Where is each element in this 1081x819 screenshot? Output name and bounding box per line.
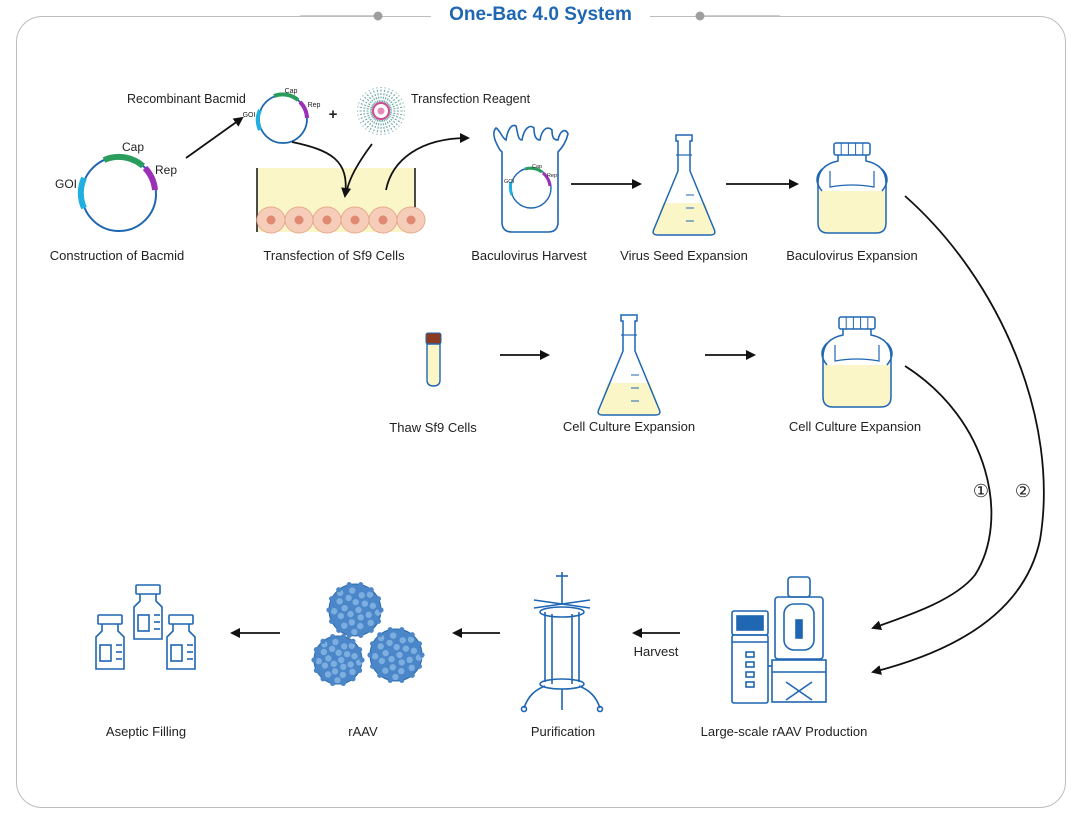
arrow-reagent-to-dish [346,143,373,191]
route-1-label: ① [972,481,990,501]
route-2-arrow [871,195,1045,675]
baculovirus-expansion-bottle-icon [816,142,888,234]
arrow-bacmid-to-dish [291,141,352,198]
transfection-label: Transfection of Sf9 Cells [263,248,405,263]
title-decoration [300,11,780,21]
recombinant-bacmid-label: Recombinant Bacmid [127,92,246,106]
route-1-arrow [871,365,993,631]
diagram-title: One-Bac 4.0 System [0,4,1081,26]
purification-column-icon [520,572,604,713]
virus-seed-flask-icon [652,134,716,236]
harvest-label: Harvest [633,644,679,659]
vials-icon [95,584,196,670]
goi-cell-label: GOI [503,179,515,185]
transfection-reagent-icon [357,87,405,135]
cap-small-label: Cap [284,88,298,95]
cell-culture-label-2: Cell Culture Expansion [788,419,922,434]
thaw-cells-label: Thaw Sf9 Cells [389,420,477,435]
raav-particles-icon [311,582,425,686]
sf9-cell-icon [493,124,569,233]
plus-sign: + [328,106,338,123]
route-2-label: ② [1014,481,1032,501]
aseptic-filling-label: Aseptic Filling [105,724,187,739]
cap-cell-label: Cap [531,164,543,170]
rep-small-label: Rep [307,102,321,109]
baculovirus-expansion-label: Baculovirus Expansion [786,248,918,263]
diagram-title-text: One-Bac 4.0 System [431,4,650,25]
large-scale-label: Large-scale rAAV Production [700,724,868,739]
baculovirus-harvest-label: Baculovirus Harvest [471,248,587,263]
culture-dish-icon [256,168,426,234]
bacmid-plasmid-icon [77,153,158,232]
arrow-dish-to-cell [385,133,470,191]
cell-culture-bottle-icon [821,316,893,408]
cell-culture-flask-icon [597,314,661,416]
purification-label: Purification [530,724,596,739]
raav-label: rAAV [348,724,378,739]
cryo-tube-icon [425,332,442,387]
transfection-reagent-label: Transfection Reagent [411,92,531,106]
cap-label: Cap [121,140,145,154]
goi-small-label: GOI [242,112,256,119]
recombinant-bacmid-icon [255,92,309,144]
arrow-construct-to-recombinant [185,116,244,159]
rep-label: Rep [154,163,178,177]
virus-seed-label: Virus Seed Expansion [620,248,748,263]
rep-cell-label: Rep [546,173,558,179]
cell-culture-label-1: Cell Culture Expansion [562,419,696,434]
goi-label: GOI [54,177,78,191]
construction-label: Construction of Bacmid [49,248,185,263]
bioreactor-system-icon [731,576,827,704]
